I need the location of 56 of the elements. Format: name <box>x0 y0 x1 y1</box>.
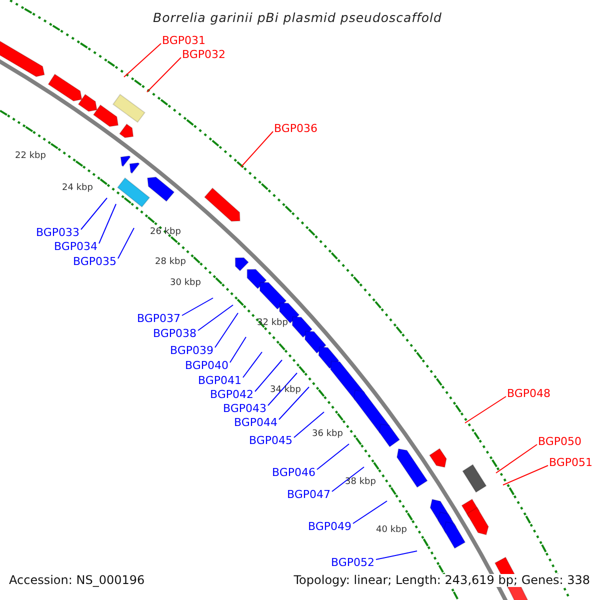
diagram-title: Borrelia garinii pBi plasmid pseudoscaffold <box>153 11 442 24</box>
gene-label: BGP037 <box>137 312 181 325</box>
gene-label: BGP046 <box>272 466 316 479</box>
leader-line <box>332 466 364 492</box>
leader-line <box>502 465 548 486</box>
leader-line <box>230 336 246 363</box>
leader-line <box>316 444 350 470</box>
gene-label: BGP035 <box>73 255 117 268</box>
gene-label: BGP033 <box>36 226 80 239</box>
leader-line <box>118 228 134 259</box>
leader-line <box>214 312 238 348</box>
accession-text: Accession: NS_000196 <box>9 574 145 587</box>
scale-label: 38 kbp <box>345 476 376 489</box>
leader-line <box>294 412 324 438</box>
leader-line <box>254 360 282 392</box>
leader-line <box>182 298 214 316</box>
leader-line <box>496 444 538 474</box>
leader-line <box>464 396 506 424</box>
scale-label: 34 kbp <box>270 384 301 397</box>
leader-line <box>242 352 262 378</box>
gene-label: BGP038 <box>153 327 197 340</box>
gene-label: BGP050 <box>538 435 582 448</box>
leader-line <box>98 204 116 244</box>
leader-line <box>278 386 310 420</box>
gene-label: BGP049 <box>308 520 352 533</box>
scale-label: 26 kbp <box>150 226 181 239</box>
gene-label: BGP048 <box>507 387 551 400</box>
leader-line <box>146 57 182 92</box>
gene-label: BGP036 <box>274 122 318 135</box>
gene-label: BGP032 <box>182 48 226 61</box>
gene-label: BGP052 <box>331 556 375 569</box>
leader-line <box>198 304 234 331</box>
gene-label: BGP041 <box>198 374 242 387</box>
gene-label: BGP040 <box>185 359 229 372</box>
scale-label: 36 kbp <box>312 428 343 441</box>
gene-label: BGP044 <box>234 416 278 429</box>
gene-label: BGP051 <box>549 456 593 469</box>
leader-line <box>240 131 274 168</box>
summary-text: Topology: linear; Length: 243,619 bp; Genes: 338 <box>294 574 590 587</box>
gene-label: BGP045 <box>249 434 293 447</box>
scale-label: 30 kbp <box>170 277 201 290</box>
gene-label: BGP039 <box>170 344 214 357</box>
leader-line <box>124 43 162 78</box>
gene-label: BGP043 <box>223 402 267 415</box>
gene-label: BGP034 <box>54 240 98 253</box>
scale-label: 40 kbp <box>376 524 407 537</box>
scale-label: 28 kbp <box>155 256 186 269</box>
leader-line <box>376 550 418 560</box>
scale-label: 22 kbp <box>15 150 46 163</box>
scale-label: 24 kbp <box>62 182 93 195</box>
leader-line <box>80 198 108 230</box>
leader-line <box>268 372 298 406</box>
leader-line <box>352 500 388 524</box>
gene-label: BGP031 <box>162 34 206 47</box>
gene-label: BGP047 <box>287 488 331 501</box>
gene-label: BGP042 <box>210 388 254 401</box>
